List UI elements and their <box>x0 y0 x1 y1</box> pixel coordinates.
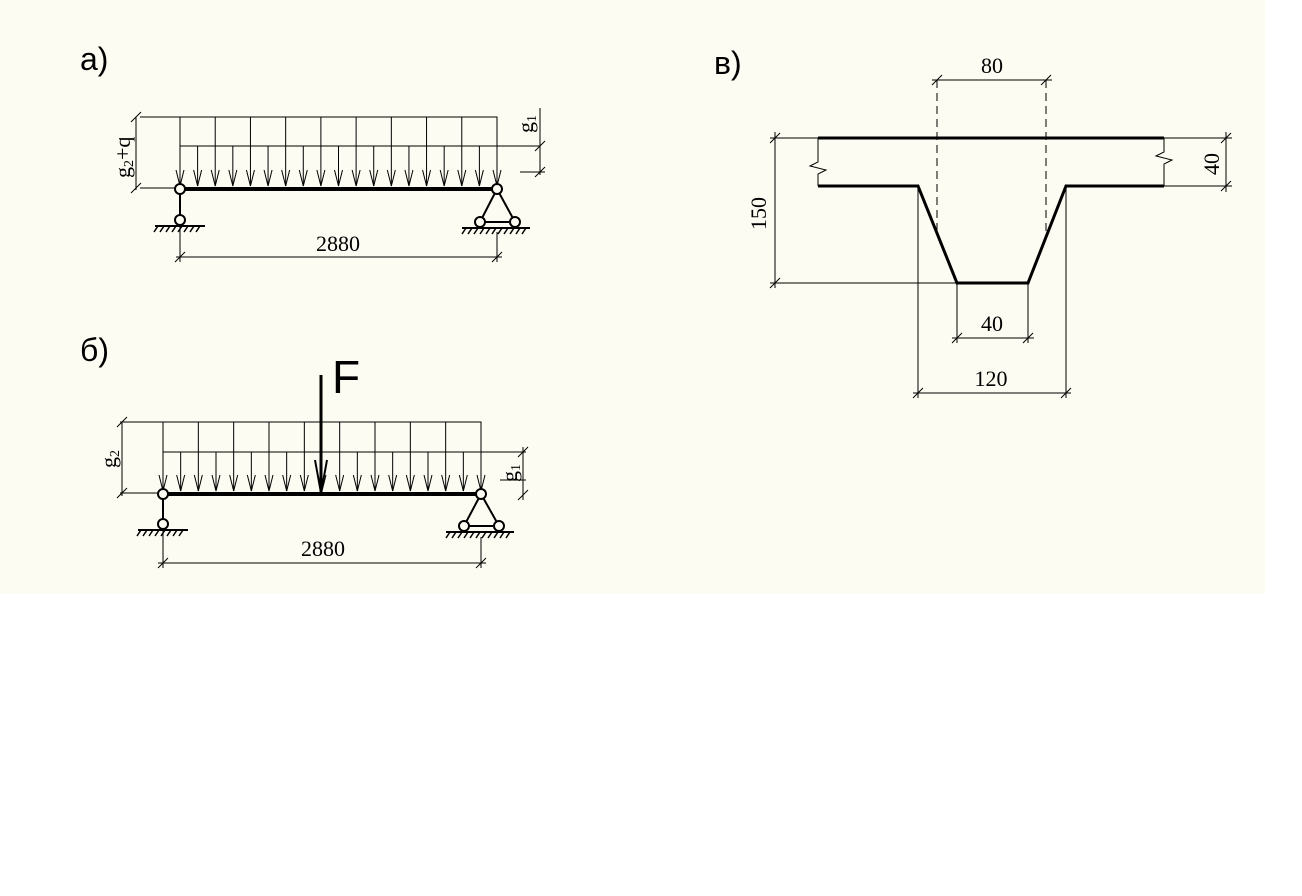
diagram-b-span-value: 2880 <box>301 536 345 561</box>
load-arrow-head <box>352 474 362 492</box>
diagram-v-dim-80-value: 80 <box>981 53 1003 78</box>
diagram-a-load-arrows <box>175 146 502 187</box>
load-arrow-head <box>193 169 203 187</box>
load-arrow-head <box>298 169 308 187</box>
diagram-b: б) g2 g1 F <box>80 332 529 569</box>
load-arrow-head <box>299 474 309 492</box>
diagram-b-load-left-label: g2 <box>96 450 123 468</box>
load-arrow-head <box>474 169 484 187</box>
diagram-v-dim-flange-value: 40 <box>1199 153 1224 175</box>
load-arrow-head <box>441 474 451 492</box>
diagram-v-section-outline <box>818 136 1164 285</box>
load-arrow-head <box>404 169 414 187</box>
diagram-v-label: в) <box>714 45 742 81</box>
diagram-v-dashed-lines <box>936 80 1047 235</box>
diagram-v-dim-bottom <box>951 283 1034 344</box>
load-arrow-head <box>405 474 415 492</box>
diagram-a: а) g2+q g1 <box>80 41 546 263</box>
load-arrow-head <box>370 474 380 492</box>
diagram-a-span-dimension <box>174 225 503 263</box>
diagram-a-load-right-label: g1 <box>513 115 540 133</box>
load-arrow-head <box>281 169 291 187</box>
diagram-b-load-ordinates <box>197 422 447 452</box>
diagram-a-span-value: 2880 <box>316 231 360 256</box>
load-arrow-head <box>282 474 292 492</box>
diagram-a-right-support <box>461 183 530 235</box>
load-arrow-head <box>334 169 343 187</box>
load-arrow-head <box>211 474 221 492</box>
diagram-a-dim-lines <box>130 108 546 194</box>
load-arrow-head <box>457 169 467 187</box>
diagram-v-dim-120-value: 120 <box>975 366 1008 391</box>
diagram-v-dim-150-value: 150 <box>746 197 771 230</box>
load-arrow-head <box>369 169 379 187</box>
diagram-v-dim-bottom-value: 40 <box>981 311 1003 336</box>
diagram-b-right-support <box>445 488 514 539</box>
load-arrow-head <box>388 474 398 492</box>
load-arrow-head <box>439 169 449 187</box>
diagram-a-load-ordinates <box>214 117 463 146</box>
drawing-canvas: а) g2+q g1 <box>0 0 1265 594</box>
diagram-v-dim-120 <box>912 186 1072 399</box>
diagram-b-dim-lines <box>116 416 529 501</box>
load-arrow-head <box>422 169 432 187</box>
diagram-b-label: б) <box>80 332 109 368</box>
load-arrow-head <box>193 474 203 492</box>
load-arrow-head <box>458 474 468 492</box>
diagram-a-load-left-label: g2+q <box>110 137 137 178</box>
load-arrow-head <box>386 169 396 187</box>
diagram-v-break-symbols <box>808 138 1174 186</box>
load-arrow-head <box>229 474 239 492</box>
load-arrow-head <box>423 474 433 492</box>
diagram-v: в) 80 40 <box>714 45 1232 399</box>
load-arrow-head <box>335 474 345 492</box>
diagram-v-dim-150 <box>769 132 957 289</box>
load-arrow-head <box>263 169 273 187</box>
load-arrow-head <box>351 169 361 187</box>
diagram-b-force-arrow <box>314 375 328 494</box>
load-arrow-head <box>176 474 186 492</box>
diagram-b-span-dimension <box>157 530 487 569</box>
load-arrow-head <box>316 169 326 187</box>
load-arrow-head <box>210 169 220 187</box>
diagram-a-label: а) <box>80 41 108 77</box>
diagram-v-dim-flange <box>1164 132 1232 192</box>
diagram-b-force-label: F <box>332 351 360 403</box>
diagram-a-left-support <box>153 183 205 233</box>
drawing-svg: а) g2+q g1 <box>80 41 1232 569</box>
load-arrow-head <box>245 169 255 187</box>
diagram-v-dim-80 <box>931 74 1052 86</box>
diagram-a-load-block <box>140 116 545 189</box>
load-arrow-head <box>246 474 256 492</box>
diagram-b-left-support <box>136 488 188 537</box>
load-arrow-head <box>228 169 238 187</box>
diagram-b-load-right-label: g1 <box>497 464 524 482</box>
load-arrow-head <box>264 474 274 492</box>
